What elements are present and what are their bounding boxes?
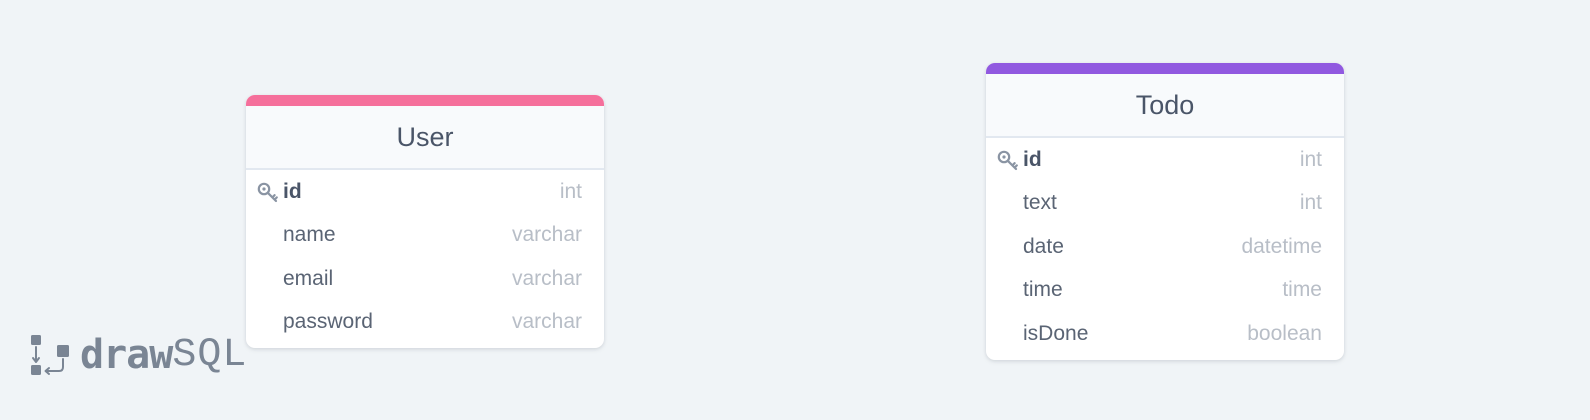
column-row[interactable]: password varchar [246,301,604,345]
column-row[interactable]: id int [986,138,1344,182]
column-type: time [1282,278,1322,302]
column-name: text [1023,191,1057,215]
column-type: int [1299,191,1322,215]
table-title[interactable]: User [246,106,604,170]
column-name: isDone [1023,321,1089,345]
table-title[interactable]: Todo [986,74,1344,138]
logo-text-sql: SQL [172,332,248,378]
column-name: name [283,223,336,247]
key-icon [997,150,1018,170]
column-name: password [283,310,373,334]
column-row[interactable]: text int [986,182,1344,226]
column-row[interactable]: time time [986,269,1344,313]
column-list: id int name varchar email varchar passwo… [246,170,604,348]
column-type: varchar [511,310,582,334]
column-list: id int text int date datetime time time … [986,138,1344,360]
column-type: int [1299,147,1322,171]
column-name: id [1023,147,1042,171]
table-accent-bar [986,63,1344,74]
column-type: datetime [1241,234,1322,258]
table-card-user[interactable]: User id int name varchar email varchar p… [246,95,604,348]
column-name: id [283,179,302,203]
column-type: varchar [511,266,582,290]
column-name: date [1023,234,1064,258]
column-row[interactable]: date datetime [986,225,1344,269]
column-row[interactable]: email varchar [246,257,604,301]
column-name: time [1023,278,1063,302]
drawsql-logo-icon [31,335,69,375]
column-name: email [283,266,334,290]
table-card-todo[interactable]: Todo id int text int date datetime time … [986,63,1344,360]
logo-text-draw: draw [80,332,173,378]
drawsql-logo[interactable]: draw SQL [30,331,247,379]
column-type: varchar [511,223,582,247]
column-type: boolean [1247,321,1322,345]
column-row[interactable]: isDone boolean [986,312,1344,356]
table-accent-bar [246,95,604,106]
column-row[interactable]: id int [246,170,604,214]
column-row[interactable]: name varchar [246,214,604,258]
key-icon [257,182,278,202]
column-type: int [559,179,582,203]
